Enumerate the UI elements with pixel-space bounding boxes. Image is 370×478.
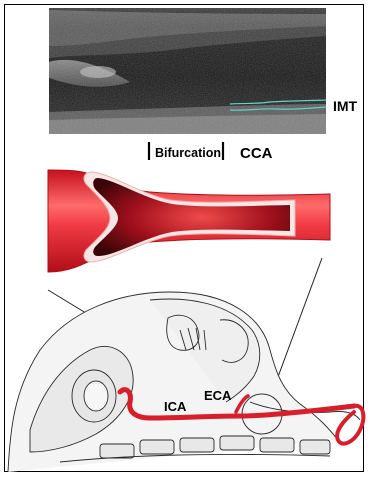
bifurcation-label: Bifurcation xyxy=(155,146,221,160)
imt-label: IMT xyxy=(333,98,358,114)
ica-label: ICA xyxy=(164,399,187,414)
artery-schematic xyxy=(48,170,330,272)
cca-label: CCA xyxy=(240,145,273,162)
head-neck-sketch xyxy=(8,292,360,472)
eca-label: ECA xyxy=(204,388,232,403)
ultrasound-image xyxy=(49,8,326,134)
